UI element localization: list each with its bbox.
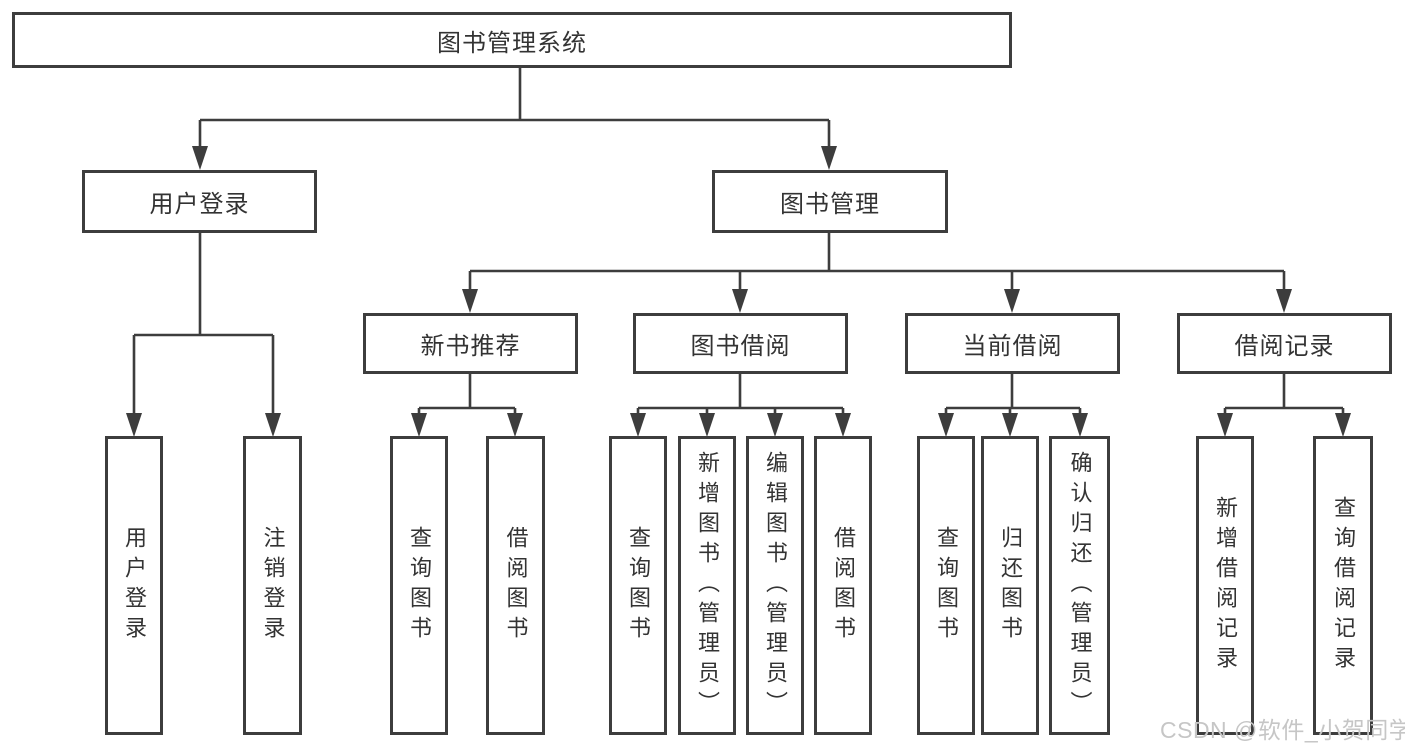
node-book-management: 图书管理: [712, 170, 948, 233]
leaf-user-login: 用户登录: [105, 436, 163, 735]
watermark: CSDN @软件_小贺同学: [1160, 717, 1405, 743]
connector-current-to-leaves: [944, 374, 1082, 420]
leaf-logout-login: 注销登录: [243, 436, 302, 735]
leaf-records-add-record: 新增借阅记录: [1196, 436, 1254, 735]
node-new-book-recommend: 新书推荐: [363, 313, 578, 374]
connector-root-to-level2: [198, 68, 831, 150]
connector-borrowing-to-leaves: [636, 374, 845, 420]
node-book-borrowing: 图书借阅: [633, 313, 848, 374]
leaf-newrec-query-books: 查询图书: [390, 436, 448, 735]
node-user-login: 用户登录: [82, 170, 317, 233]
connector-userlogin-to-leaves: [132, 233, 275, 420]
node-borrowing-records: 借阅记录: [1177, 313, 1392, 374]
leaf-borrow-add-books-admin: 新增图书（管理员）: [678, 436, 736, 735]
node-current-borrowing: 当前借阅: [905, 313, 1120, 374]
leaf-records-query-record: 查询借阅记录: [1313, 436, 1373, 735]
leaf-borrow-query-books: 查询图书: [609, 436, 667, 735]
leaf-borrow-edit-books-admin: 编辑图书（管理员）: [746, 436, 804, 735]
leaf-current-query-books: 查询图书: [917, 436, 975, 735]
connector-bookmgmt-to-level3: [468, 233, 1286, 295]
connector-records-to-leaves: [1223, 374, 1345, 420]
leaf-current-confirm-return-admin: 确认归还（管理员）: [1049, 436, 1110, 735]
node-root: 图书管理系统: [12, 12, 1012, 68]
leaf-borrow-borrow-books: 借阅图书: [814, 436, 872, 735]
leaf-newrec-borrow-books: 借阅图书: [486, 436, 545, 735]
leaf-current-return-books: 归还图书: [981, 436, 1039, 735]
connector-newbook-to-leaves: [417, 374, 517, 420]
